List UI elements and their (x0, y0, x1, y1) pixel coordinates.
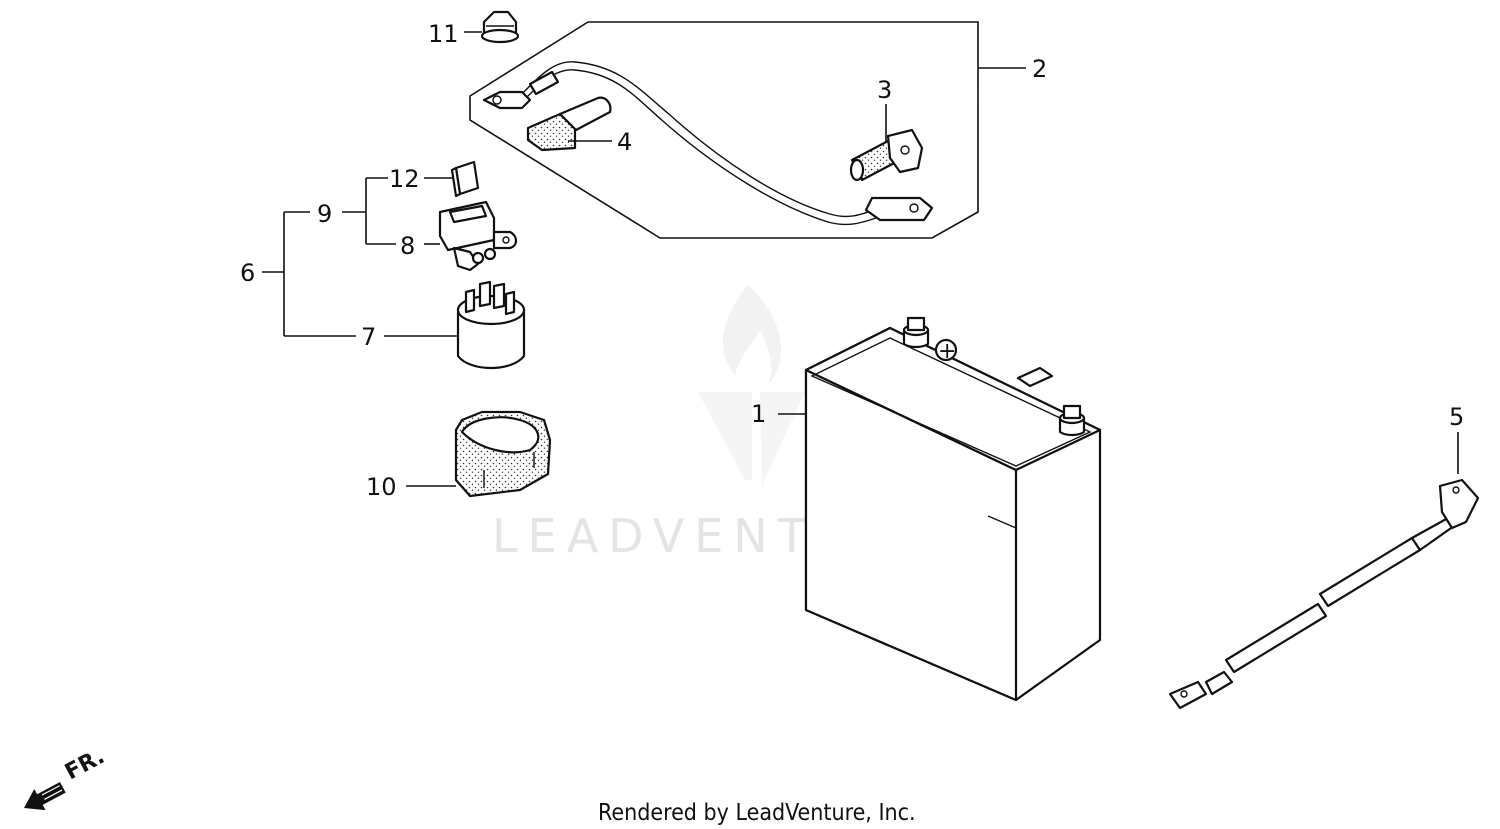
battery (804, 316, 1102, 702)
callout-1: 1 (751, 400, 766, 428)
callout-6: 6 (240, 259, 255, 287)
callout-8: 8 (400, 232, 415, 260)
starter-relay (456, 280, 526, 370)
footer-credit: Rendered by LeadVenture, Inc. (598, 800, 916, 826)
starter-relay-switch (438, 200, 518, 272)
callout-10: 10 (366, 473, 397, 501)
terminal-boot (526, 96, 612, 152)
callout-11: 11 (428, 20, 459, 48)
watermark-logo (698, 285, 805, 485)
negative-cable (1168, 478, 1480, 710)
callout-5: 5 (1449, 403, 1464, 431)
callout-2: 2 (1032, 55, 1047, 83)
callout-4: 4 (617, 128, 632, 156)
callout-3: 3 (877, 76, 892, 104)
callout-9: 9 (317, 200, 332, 228)
cable-assembly-box (469, 21, 979, 239)
battery-positive-symbol: + (938, 339, 956, 364)
callout-7: 7 (361, 323, 376, 351)
fuse (450, 160, 480, 198)
callout-12: 12 (389, 165, 420, 193)
front-arrow-icon (24, 782, 66, 811)
battery-cable (482, 61, 934, 226)
flange-nut (480, 10, 520, 44)
terminal-cover (849, 128, 924, 182)
front-direction-label: FR. (61, 744, 109, 785)
leader-lines (262, 31, 1459, 487)
relay-rubber-mount (454, 410, 552, 498)
